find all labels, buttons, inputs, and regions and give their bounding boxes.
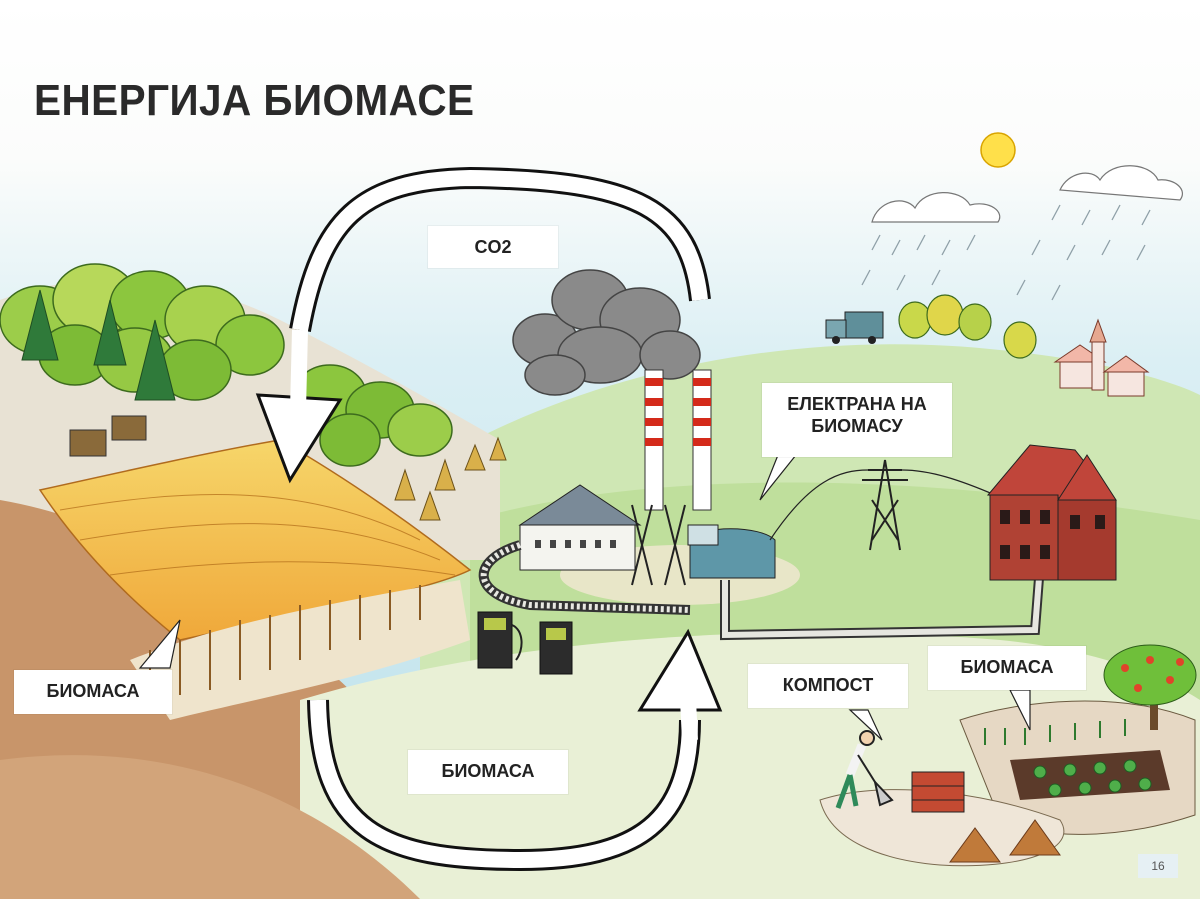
- power-plant: [478, 369, 1045, 641]
- forest: [0, 263, 453, 467]
- sun: [980, 132, 1016, 168]
- brick-house: [986, 444, 1117, 581]
- co2-label: CO2: [428, 226, 558, 268]
- biomass-right-label: БИОМАСА: [928, 646, 1086, 690]
- compost-label: КОМПОСТ: [748, 664, 908, 708]
- gardener: [835, 730, 894, 809]
- truck: [825, 311, 884, 344]
- power-plant-label: ЕЛЕКТРАНА НА БИОМАСУ: [762, 383, 952, 457]
- co2-cycle-arrow: [255, 166, 711, 484]
- rain: [861, 204, 1151, 301]
- electric-pylon: [769, 459, 996, 551]
- fuel-pumps: [477, 611, 573, 675]
- biomass-cycle-arrow: [307, 628, 723, 872]
- compost-bin: [911, 771, 965, 813]
- page-title: ЕНЕРГИЈА БИОМАСЕ: [34, 76, 475, 125]
- smoke-cloud: [512, 269, 701, 396]
- biomass-left-label: БИОМАСА: [14, 670, 172, 714]
- apple-tree: [1103, 644, 1197, 730]
- page-number: 16: [1138, 854, 1178, 878]
- wheat-field: [38, 439, 472, 641]
- biomass-bottom-label: БИОМАСА: [408, 750, 568, 794]
